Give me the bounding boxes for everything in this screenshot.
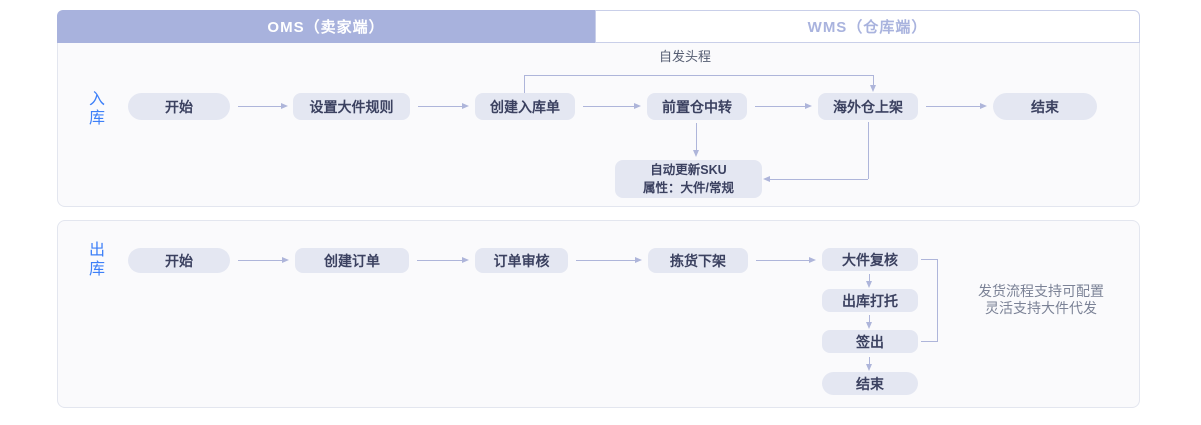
arrow-transit-to-putaway [755,103,812,109]
node-set-bulky-rules: 设置大件规则 [293,93,410,120]
inbound-panel [57,43,1140,207]
node-inbound-start: 开始 [128,93,230,120]
node-outbound-palletize: 出库打托 [822,289,918,312]
bracket-bottom-line [921,341,937,342]
arrow-start-to-set-rules [238,103,288,109]
node-pick-off-shelf: 拣货下架 [648,248,748,273]
node-sign-out: 签出 [822,330,918,353]
outbound-row-label: 出库 [88,242,105,278]
putaway-return-line-down [868,122,869,179]
node-outbound-end: 结束 [822,372,918,395]
header-wms-lane: WMS（仓库端） [595,10,1140,43]
arrow-set-rules-to-create-inbound [418,103,469,109]
header-wms-label: WMS（仓库端） [807,19,928,36]
arrow-pick-to-recheck [756,257,816,263]
bypass-line-across [524,75,873,76]
bypass-label: 自发头程 [658,49,711,64]
arrow-recheck-to-palletize [866,274,872,288]
node-bulky-recheck: 大件复核 [822,248,918,271]
bypass-line-up [524,75,525,93]
sku-update-line1: 自动更新SKU [650,162,727,177]
arrow-start-to-create-order [238,257,289,263]
outbound-note-line1: 发货流程支持可配置 [978,283,1104,299]
arrow-putaway-to-sku-box [763,176,868,182]
node-create-inbound-order: 创建入库单 [475,93,575,120]
arrow-putaway-to-end [926,103,987,109]
arrow-create-order-to-review [417,257,469,263]
node-front-warehouse-transit: 前置仓中转 [647,93,747,120]
arrow-palletize-to-signout [866,315,872,329]
node-sku-update-box: 自动更新SKU 属性：大件/常规 [615,160,762,198]
header-oms-lane: OMS（卖家端） [57,10,595,43]
node-order-review: 订单审核 [475,248,568,273]
arrow-transit-to-sku-box [693,123,699,157]
node-outbound-start: 开始 [128,248,230,273]
node-overseas-putaway: 海外仓上架 [818,93,918,120]
arrow-signout-to-end [866,357,872,371]
bracket-vertical-line [937,259,938,342]
inbound-row-label: 入库 [88,91,105,127]
outbound-panel [57,220,1140,408]
node-create-order: 创建订单 [295,248,409,273]
outbound-note: 发货流程支持可配置 灵活支持大件代发 [955,283,1127,317]
bypass-arrow-down [870,75,876,92]
outbound-note-line2: 灵活支持大件代发 [985,300,1097,316]
bracket-top-line [921,259,937,260]
node-inbound-end: 结束 [993,93,1097,120]
sku-update-line2: 属性：大件/常规 [643,181,734,195]
header-oms-label: OMS（卖家端） [267,19,385,36]
arrow-create-inbound-to-transit [583,103,641,109]
arrow-review-to-pick [576,257,642,263]
